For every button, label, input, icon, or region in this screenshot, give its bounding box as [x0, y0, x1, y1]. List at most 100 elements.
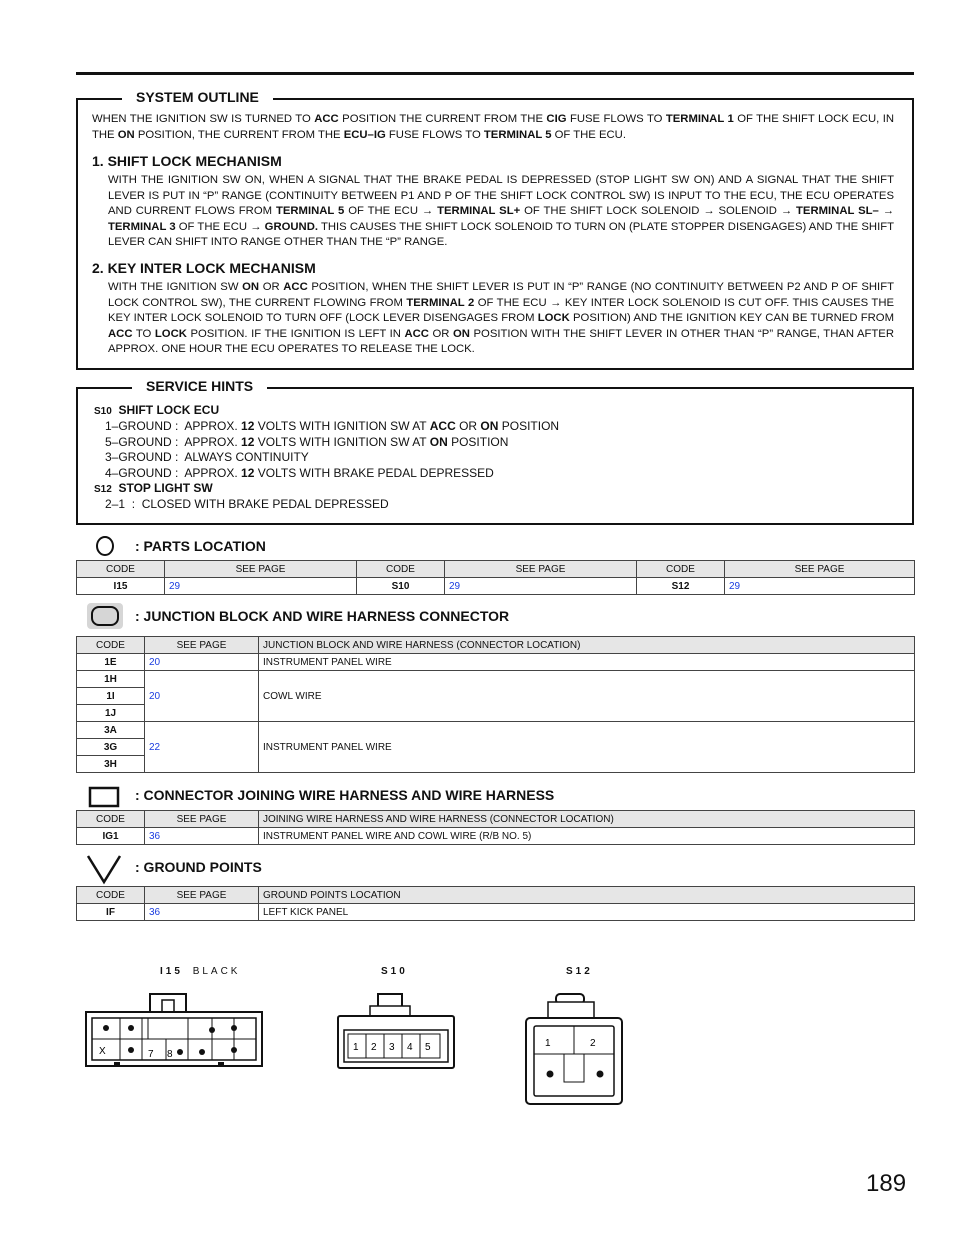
header-code: CODE	[636, 560, 725, 578]
bold-term: LOCK	[537, 312, 570, 325]
text-run: OF THE ECU → KEY INTER LOCK SOLENOID IS …	[108, 296, 895, 325]
connector-code: 3G	[76, 738, 145, 756]
junction-block-label: : JUNCTION BLOCK AND WIRE HARNESS CONNEC…	[135, 608, 510, 624]
ground-points-label: : GROUND POINTS	[135, 859, 262, 875]
bold-term: TERMINAL 2	[406, 296, 475, 309]
pin-label: 8	[167, 1049, 173, 1060]
page-link[interactable]: 36	[144, 903, 259, 921]
table-row: 3H	[76, 755, 915, 773]
shift-lock-heading: 1. SHIFT LOCK MECHANISM	[92, 153, 282, 169]
text-run: VOLTS WITH IGNITION SW AT	[254, 419, 430, 434]
header-code: CODE	[356, 560, 445, 578]
hint-line: 1–GROUND : APPROX. 12 VOLTS WITH IGNITIO…	[94, 419, 884, 434]
bold-term: TERMINAL SL–	[796, 205, 879, 218]
table-row: 3A 22 INSTRUMENT PANEL WIRE	[76, 721, 915, 773]
page-number: 189	[866, 1170, 907, 1197]
connector-code: 3A	[76, 721, 145, 739]
text-run: POSITION	[447, 434, 509, 449]
text-run: THIS CAUSES THE SHIFT LOCK SOLENOID TO T…	[108, 220, 895, 249]
parts-location-icon	[96, 536, 114, 556]
system-outline-title: SYSTEM OUTLINE	[122, 89, 273, 105]
ground-location: LEFT KICK PANEL	[258, 903, 915, 921]
hint-line: 4–GROUND : APPROX. 12 VOLTS WITH BRAKE P…	[94, 466, 884, 481]
bold-term: STOP LIGHT SW	[111, 481, 213, 496]
pin-label: 1	[545, 1038, 551, 1049]
joining-label: : CONNECTOR JOINING WIRE HARNESS AND WIR…	[135, 787, 555, 803]
ground-code: IF	[76, 903, 145, 921]
text-run: POSITION THE CURRENT FROM THE	[338, 113, 547, 125]
parts-location-label: : PARTS LOCATION	[135, 538, 266, 554]
header-code: CODE	[76, 636, 145, 654]
header-see-page: SEE PAGE	[724, 560, 915, 578]
part-code: I15	[76, 577, 165, 595]
pin-label: 7	[148, 1049, 154, 1060]
page-link[interactable]: 36	[144, 827, 259, 845]
text-run: POSITION	[498, 419, 560, 434]
pin-label: 2	[371, 1042, 377, 1053]
connector-code: 1J	[76, 704, 145, 722]
text-run: VOLTS WITH IGNITION SW AT	[254, 434, 430, 449]
pin-label: 1	[353, 1042, 359, 1053]
connector-code: I15	[160, 966, 183, 977]
connector-location: INSTRUMENT PANEL WIRE AND COWL WIRE (R/B…	[258, 827, 915, 845]
hint-line: S10 SHIFT LOCK ECU	[94, 403, 884, 419]
bold-term: ON	[453, 327, 470, 340]
bold-term: ON	[480, 419, 499, 434]
header-location: GROUND POINTS LOCATION	[258, 886, 915, 904]
junction-block-icon	[87, 603, 123, 629]
bold-term: ACC	[404, 327, 429, 340]
bold-term: ECU–IG	[343, 128, 386, 141]
header-code: CODE	[76, 886, 145, 904]
text-run: →	[878, 205, 895, 218]
parts-location-table: CODE SEE PAGE CODE SEE PAGE CODE SEE PAG…	[76, 560, 915, 595]
key-interlock-paragraph: WITH THE IGNITION SW ON OR ACC POSITION,…	[108, 280, 894, 358]
bold-term: S12	[94, 484, 112, 496]
connector-s10-label: S10	[381, 966, 408, 977]
text-run: VOLTS WITH BRAKE PEDAL DEPRESSED	[254, 465, 494, 480]
bold-term: ACC	[283, 281, 308, 293]
ground-point-icon	[86, 855, 122, 885]
system-outline-intro: WHEN THE IGNITION SW IS TURNED TO ACC PO…	[92, 112, 894, 143]
text-run: POSITION, THE CURRENT FROM THE	[134, 128, 344, 141]
bold-term: LOCK	[154, 327, 187, 340]
hint-line: 5–GROUND : APPROX. 12 VOLTS WITH IGNITIO…	[94, 435, 884, 450]
connector-location: INSTRUMENT PANEL WIRE	[258, 721, 915, 773]
connector-location: INSTRUMENT PANEL WIRE	[258, 653, 915, 671]
top-rule	[76, 72, 914, 75]
bold-term: ACC	[429, 419, 456, 434]
bold-term: TERMINAL 5	[275, 205, 345, 218]
text-run: 3–GROUND : ALWAYS CONTINUITY	[105, 450, 309, 465]
ground-table: CODE SEE PAGE GROUND POINTS LOCATION IF …	[76, 886, 915, 921]
bold-term: ACC	[314, 113, 339, 125]
page-link[interactable]: 22	[144, 721, 259, 773]
page-link[interactable]: 20	[144, 670, 259, 722]
text-run: OF THE SHIFT LOCK SOLENOID → SOLENOID →	[520, 205, 797, 218]
connector-code: 1I	[76, 687, 145, 705]
bold-term: 12	[241, 465, 255, 480]
bold-term: TERMINAL 5	[483, 128, 552, 141]
connector-i15-diagram: X 7 8	[85, 993, 263, 1067]
bold-term: 12	[241, 419, 255, 434]
part-code: S12	[636, 577, 725, 595]
connector-location: COWL WIRE	[258, 670, 915, 722]
connector-s12-label: S12	[566, 966, 593, 977]
page-link[interactable]: 29	[444, 577, 637, 595]
text-run: WITH THE IGNITION SW ON, WHEN A SIGNAL T…	[108, 174, 894, 218]
connector-color: BLACK	[192, 966, 241, 977]
connector-code: IG1	[76, 827, 145, 845]
text-run: OF THE ECU →	[344, 205, 438, 218]
page-link[interactable]: 29	[724, 577, 915, 595]
service-hints-title: SERVICE HINTS	[132, 378, 268, 394]
text-run: WHEN THE IGNITION SW IS TURNED TO	[92, 113, 315, 125]
pin-label: 3	[389, 1042, 395, 1053]
pin-label: 5	[425, 1042, 431, 1053]
text-run: 4–GROUND : APPROX.	[105, 465, 242, 480]
header-see-page: SEE PAGE	[144, 886, 259, 904]
bold-term: ON	[117, 128, 135, 141]
page-link[interactable]: 29	[164, 577, 357, 595]
text-run: 1–GROUND : APPROX.	[105, 419, 242, 434]
key-interlock-heading: 2. KEY INTER LOCK MECHANISM	[92, 260, 316, 276]
table-row: IF 36 LEFT KICK PANEL	[76, 903, 915, 921]
page-link[interactable]: 20	[144, 653, 259, 671]
